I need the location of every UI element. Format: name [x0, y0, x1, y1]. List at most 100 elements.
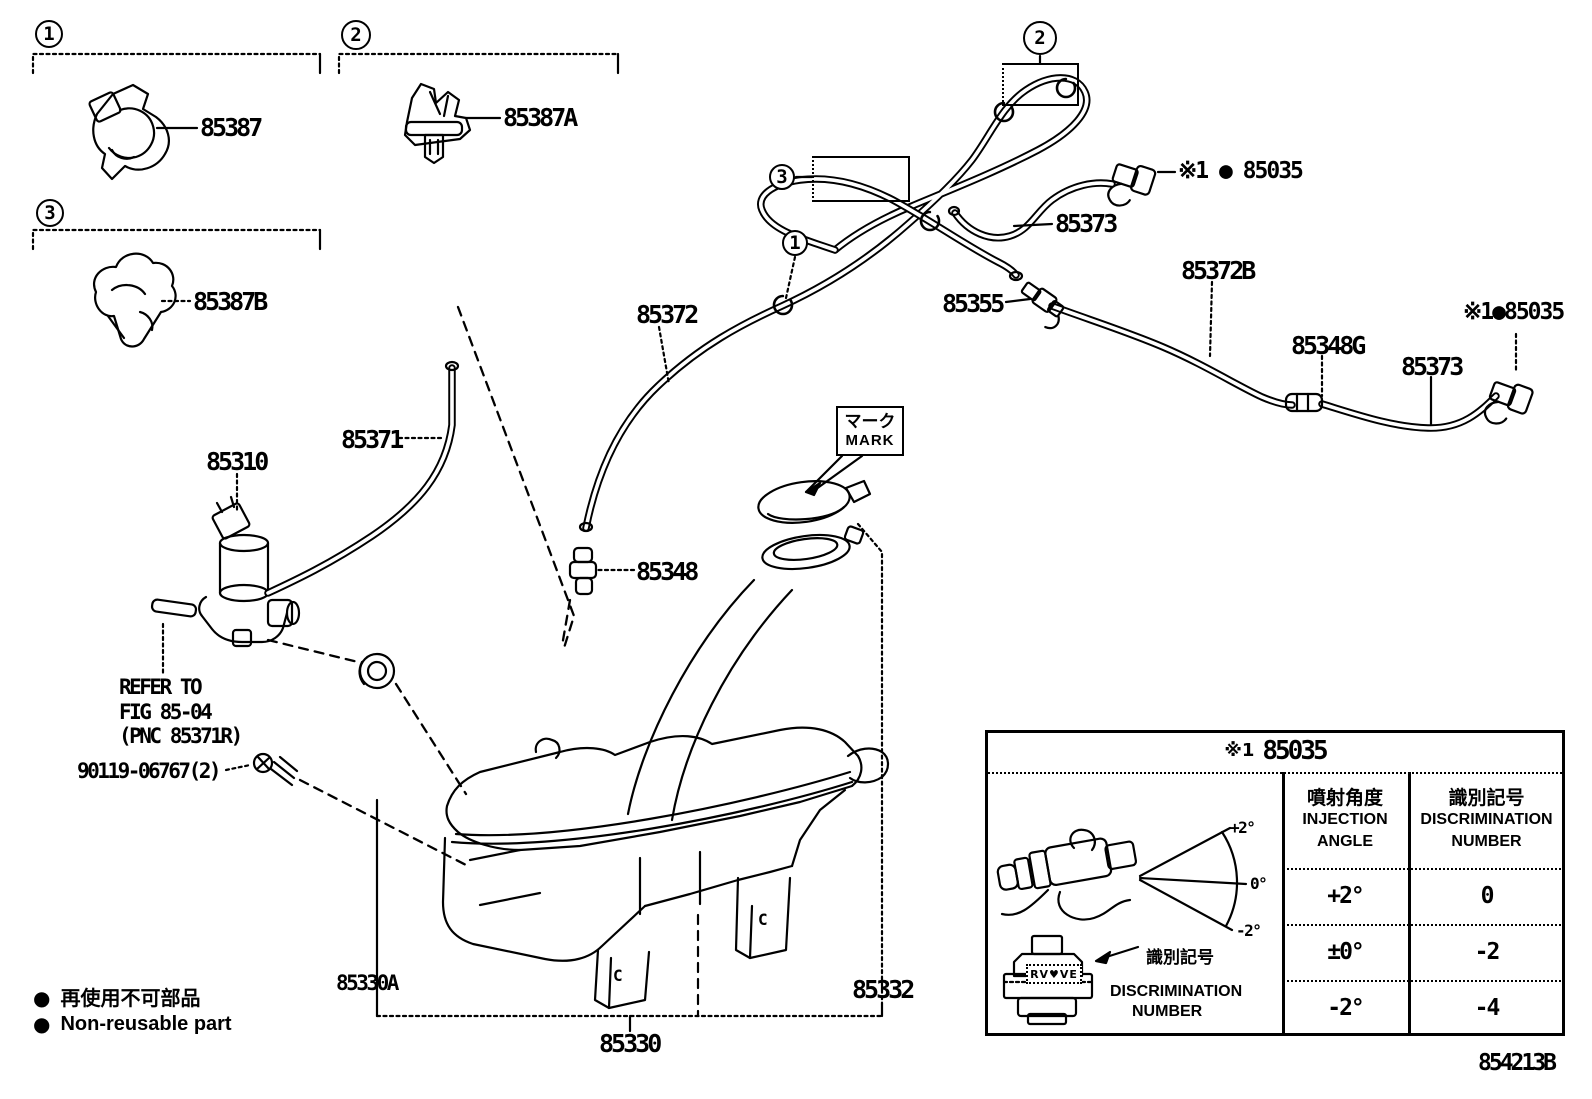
label-85387b: 85387B	[193, 287, 268, 316]
angle-mark-minus2: -2°	[1236, 921, 1262, 940]
table-title: ※1 85035	[985, 730, 1565, 772]
grommet-drawing	[358, 652, 396, 690]
mark-arrow	[804, 454, 864, 497]
injection-header-en1: INJECTION	[1302, 811, 1388, 829]
angle-mark-zero: 0°	[1250, 874, 1268, 893]
group3-bracket	[31, 228, 322, 251]
note-refer-line1: REFER TO	[119, 675, 203, 699]
nozzle-marking: RV♥VE	[1026, 964, 1082, 984]
injection-header-jp: 噴射角度	[1306, 787, 1383, 810]
label-85372b: 85372B	[1181, 256, 1256, 285]
angle-mark-plus2: +2°	[1230, 818, 1256, 837]
connector-85355-drawing	[1020, 281, 1065, 330]
legend-row-jp: ● 再使用不可部品	[33, 988, 200, 1008]
bottom-bracket	[375, 798, 884, 1033]
annotation-en1: DISCRIMINATION	[1110, 983, 1243, 1000]
label-85348g: 85348G	[1291, 331, 1366, 360]
injection-header-en2: ANGLE	[1317, 832, 1373, 850]
clip-85387b-drawing	[93, 252, 177, 348]
table-row: -2°	[1282, 980, 1408, 1036]
annotation-en2: NUMBER	[1132, 1003, 1203, 1020]
table-annotation-arrow	[1094, 945, 1140, 965]
callout-3-right: 3	[769, 164, 795, 190]
table-row: 0	[1408, 868, 1565, 924]
joint-85348g-drawing	[1284, 392, 1324, 413]
clip-85387-drawing	[88, 83, 170, 181]
label-85330: 85330	[599, 1029, 662, 1058]
label-nozzle-right: ※1●85035	[1463, 299, 1565, 325]
callout2-box	[1002, 63, 1079, 106]
hose-85373-lower	[1318, 392, 1500, 432]
table-vertical-divider-1	[1282, 772, 1285, 1036]
callout-2-right: 2	[1023, 21, 1057, 55]
mark-label-jp: マーク	[844, 412, 896, 432]
hose-85372b	[1048, 302, 1296, 409]
angle-value: ±0°	[1327, 938, 1365, 965]
non-reusable-bullet-icon: ●	[33, 986, 51, 1010]
table-title-divider	[985, 772, 1565, 774]
hose-85373-upper	[947, 179, 1116, 242]
washer-pump-drawing	[150, 495, 301, 648]
label-doc-number: 854213B	[1478, 1050, 1557, 1076]
non-reusable-bullet-icon: ●	[33, 1012, 51, 1036]
tank-leg-mark-1: C	[613, 966, 623, 985]
legend-jp-text: 再使用不可部品	[60, 986, 201, 1010]
table-nozzle-drawing	[996, 826, 1248, 932]
label-85355: 85355	[942, 289, 1005, 318]
table-title-number: 85035	[1262, 736, 1328, 766]
leader-85373-upper	[1012, 222, 1054, 228]
clip-85387a-drawing	[403, 82, 472, 165]
number-value: -4	[1474, 994, 1501, 1021]
label-85310: 85310	[206, 447, 269, 476]
washer-tank-drawing	[441, 479, 890, 1010]
note-refer-line3: (PNC 85371R)	[119, 724, 243, 748]
leader-85332	[856, 522, 884, 1006]
callout1-connector	[784, 255, 797, 300]
joint-85348-drawing	[568, 546, 598, 596]
label-85348: 85348	[636, 557, 699, 586]
hose-to-85355	[757, 175, 1024, 282]
mark-label-en: MARK	[845, 432, 895, 449]
callout-1-right: 1	[782, 230, 808, 256]
label-85330a: 85330A	[336, 971, 399, 995]
group1-bracket	[31, 52, 322, 75]
number-value: 0	[1480, 882, 1495, 909]
leader-85372b	[1208, 280, 1214, 358]
annotation-jp: 識別記号	[1146, 948, 1214, 968]
table-vertical-divider-2	[1408, 772, 1411, 1036]
label-85372: 85372	[636, 300, 699, 329]
table-row: +2°	[1282, 868, 1408, 924]
discrimination-header-en1: DISCRIMINATION	[1420, 811, 1553, 829]
callout-3-left: 3	[36, 199, 64, 227]
mark-callout-box: マーク MARK	[836, 406, 904, 456]
label-85371: 85371	[341, 425, 404, 454]
callout-2-left: 2	[341, 20, 371, 50]
angle-value: +2°	[1327, 882, 1365, 909]
table-row-divider-3	[1282, 980, 1565, 982]
nozzle-85035-right-drawing	[1483, 381, 1534, 425]
table-row-divider-2	[1282, 924, 1565, 926]
label-85373-upper: 85373	[1055, 209, 1118, 238]
table-outer-border	[985, 730, 1565, 1036]
label-screw: 90119-06767(2)	[77, 759, 222, 783]
label-85387: 85387	[200, 113, 263, 142]
leader-85355	[1004, 297, 1032, 304]
table-row: ±0°	[1282, 924, 1408, 980]
hose-85372	[578, 74, 1091, 533]
discrimination-header-en2: NUMBER	[1451, 832, 1522, 850]
screw-drawing	[252, 752, 299, 787]
label-85373-lower: 85373	[1401, 352, 1464, 381]
label-nozzle-upper: ※1 ● 85035	[1178, 158, 1304, 184]
angle-value: -2°	[1327, 994, 1365, 1021]
callout-1-left: 1	[35, 20, 63, 48]
label-85387a: 85387A	[503, 103, 578, 132]
tank-leg-mark-2: C	[758, 910, 768, 929]
legend-en-text: Non-reusable part	[60, 1013, 232, 1035]
label-85332: 85332	[852, 975, 915, 1004]
callout3-box	[812, 156, 910, 202]
number-value: -2	[1474, 938, 1501, 965]
group2-bracket	[337, 52, 620, 75]
table-row-divider-1	[1282, 868, 1565, 870]
table-title-prefix: ※1	[1224, 740, 1255, 761]
